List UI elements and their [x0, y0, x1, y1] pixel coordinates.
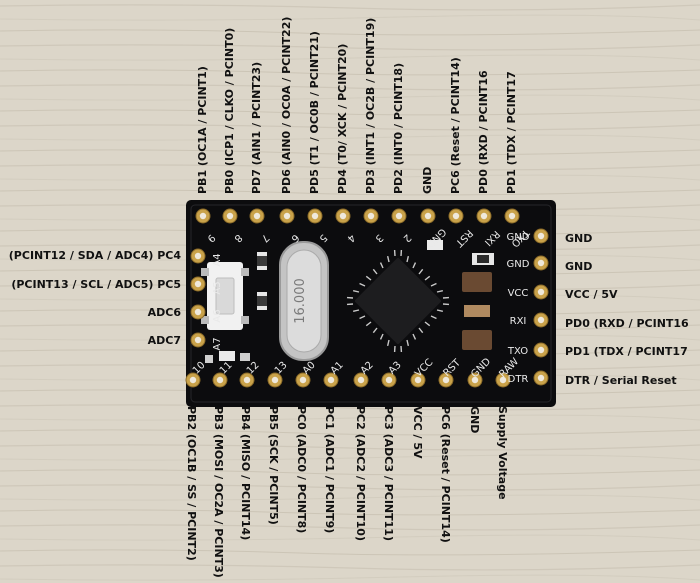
left-pin-labels: (PCINT12 / SDA / ADC4) PC4 (PCINT13 / SC… — [9, 249, 182, 347]
left-pin-label: (PCINT13 / SCL / ADC5) PC5 — [11, 278, 181, 291]
atmega328p-chip — [346, 249, 450, 353]
bottom-pin-pad — [212, 372, 228, 388]
right-pin-silkscreen: GND — [507, 232, 530, 243]
bottom-pin-pad — [410, 372, 426, 388]
top-pin-label: GND — [421, 167, 434, 194]
right-pin-label: VCC / 5V — [565, 288, 618, 301]
crystal-marking: 16.000 — [293, 278, 308, 324]
bottom-pin-label: PC2 (ADC2 / PCINT10) — [354, 406, 367, 541]
right-pin-silkscreen: DTR — [508, 374, 529, 385]
right-pin-silkscreen: VCC — [508, 288, 529, 299]
right-pin-labels: GND GND VCC / 5V PD0 (RXD / PCINT16 PD1 … — [565, 232, 689, 387]
reset-button — [201, 262, 249, 330]
bottom-pin-pad — [239, 372, 255, 388]
top-pin-labels: PB1 (OC1A / PCINT1) PB0 (ICP1 / CLKO / P… — [196, 17, 518, 194]
top-pin-label: PD7 (AIN1 / PCINT23) — [250, 62, 263, 194]
left-pin-silkscreen: A4 — [212, 253, 223, 266]
crystal-oscillator: 16.000 — [279, 241, 329, 361]
top-pin-pad — [195, 208, 211, 224]
left-pin-silkscreen: A6 — [212, 309, 223, 322]
bottom-pin-pad — [295, 372, 311, 388]
bottom-pin-pad — [353, 372, 369, 388]
top-pin-label: PB0 (ICP1 / CLKO / PCINT0) — [223, 28, 236, 194]
bottom-pin-pad — [185, 372, 201, 388]
right-pin-label: PD1 (TDX / PCINT17 — [565, 345, 688, 358]
right-pin-label: PD0 (RXD / PCINT16 — [565, 317, 689, 330]
top-pin-pad — [363, 208, 379, 224]
left-pin-pad — [190, 248, 206, 264]
bottom-pin-pad — [323, 372, 339, 388]
bottom-pin-label: GND — [468, 406, 481, 433]
top-pin-label: PD0 (RXD / PCINT16 — [477, 70, 490, 194]
left-pin-label: (PCINT12 / SDA / ADC4) PC4 — [9, 249, 182, 262]
right-pin-label: GND — [565, 232, 592, 245]
bottom-pin-pad — [381, 372, 397, 388]
bottom-pin-label: PB5 (SCK / PCINT5) — [267, 406, 280, 525]
bottom-pin-label: PB4 (MISO / PCINT14) — [239, 406, 252, 540]
left-pin-pad — [190, 304, 206, 320]
bottom-pin-label: PC3 (ADC3 / PCINT11) — [382, 406, 395, 541]
top-pin-pad — [504, 208, 520, 224]
right-pin-label: GND — [565, 260, 592, 273]
bottom-pin-label: PB3 (MOSI / OC2A / PCINT3) — [212, 406, 225, 578]
top-pin-label: PD4 (T0/ XCK / PCINT20) — [336, 44, 349, 194]
left-pin-pad — [190, 332, 206, 348]
right-pin-pad — [533, 284, 549, 300]
top-pin-pad — [420, 208, 436, 224]
right-pin-silkscreen: RXI — [510, 316, 527, 327]
right-pin-pad — [533, 312, 549, 328]
top-pin-pad — [448, 208, 464, 224]
top-pin-pad — [222, 208, 238, 224]
smd-components — [205, 240, 494, 363]
top-pin-pad — [307, 208, 323, 224]
bottom-pin-pad — [438, 372, 454, 388]
left-pin-silkscreen: A5 — [212, 281, 223, 294]
bottom-pin-label: VCC / 5V — [411, 406, 424, 459]
right-pin-label: DTR / Serial Reset — [565, 374, 677, 387]
bottom-pin-label: PB2 (OC1B / SS / PCINT2) — [185, 406, 198, 561]
right-pin-pad — [533, 228, 549, 244]
bottom-pin-label: PC0 (ADC0 / PCINT8) — [295, 406, 308, 533]
bottom-pin-label: PC6 (Reset / PCINT14) — [439, 406, 452, 543]
top-pin-label: PB1 (OC1A / PCINT1) — [196, 66, 209, 194]
left-pin-pad — [190, 276, 206, 292]
right-pin-pad — [533, 255, 549, 271]
top-pin-label: PD1 (TDX / PCINT17 — [505, 71, 518, 194]
pcb-border — [190, 204, 552, 403]
top-pin-pad — [476, 208, 492, 224]
top-pin-label: PD5 (T1 / OC0B / PCINT21) — [308, 31, 321, 194]
bottom-pin-label: Supply Voltage — [496, 406, 509, 500]
top-pin-label: PC6 (Reset / PCINT14) — [449, 57, 462, 194]
left-pin-silkscreen: A7 — [212, 337, 223, 350]
right-pin-pad — [533, 370, 549, 386]
top-pin-pad — [391, 208, 407, 224]
right-pin-pad — [533, 342, 549, 358]
left-pin-label: ADC6 — [148, 306, 182, 319]
bottom-pin-labels: PB2 (OC1B / SS / PCINT2) PB3 (MOSI / OC2… — [185, 406, 509, 578]
top-pin-label: PD3 (INT1 / OC2B / PCINT19) — [364, 18, 377, 194]
top-pin-pad — [335, 208, 351, 224]
right-pin-silkscreen: GND — [507, 259, 530, 270]
bottom-pin-pad — [495, 372, 511, 388]
top-pin-label: PD6 (AIN0 / OC0A / PCINT22) — [280, 17, 293, 194]
bottom-pin-pad — [267, 372, 283, 388]
top-pin-label: PD2 (INT0 / PCINT18) — [392, 63, 405, 194]
bottom-pin-pad — [467, 372, 483, 388]
right-pin-silkscreen: TXO — [507, 346, 528, 357]
left-pin-label: ADC7 — [148, 334, 181, 347]
top-pin-pad — [279, 208, 295, 224]
top-pin-pad — [249, 208, 265, 224]
bottom-pin-label: PC1 (ADC1 / PCINT9) — [323, 406, 336, 533]
